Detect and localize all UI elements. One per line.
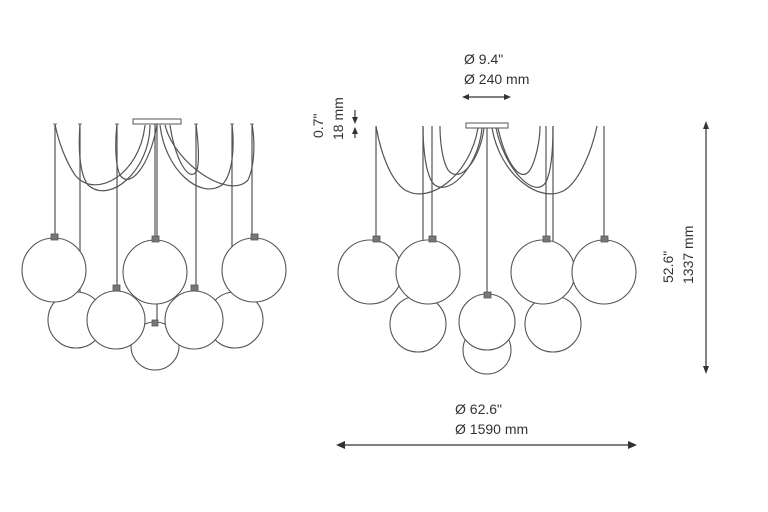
globe xyxy=(395,239,461,305)
globe xyxy=(389,295,447,353)
canopy-height-mm-label: 18 mm xyxy=(330,97,346,140)
canopy-left xyxy=(132,118,182,125)
chandelier-perspective-view xyxy=(21,118,287,371)
globe xyxy=(221,237,287,303)
swag-cord xyxy=(164,123,255,187)
canopy-diameter-in-label: Ø 9.4" xyxy=(464,51,503,67)
total-diameter-mm-label: Ø 1590 mm xyxy=(455,421,528,437)
globe xyxy=(337,239,403,305)
total-height-dimension: 52.6" 1337 mm xyxy=(660,121,709,374)
globe xyxy=(122,239,188,305)
swag-cord xyxy=(169,123,200,176)
canopy-height-dimension: 0.7" 18 mm xyxy=(310,97,358,140)
canopy-diameter-mm-label: Ø 240 mm xyxy=(464,71,529,87)
globe xyxy=(571,239,637,305)
canopy-right xyxy=(465,122,509,129)
canopy-diameter-dimension: Ø 9.4" Ø 240 mm xyxy=(462,51,529,100)
total-height-mm-label: 1337 mm xyxy=(680,226,696,284)
globe xyxy=(21,237,87,303)
swag-cord xyxy=(159,123,234,190)
globe xyxy=(458,293,516,351)
swag-cord xyxy=(78,123,151,192)
total-height-in-label: 52.6" xyxy=(660,251,676,283)
total-diameter-dimension: Ø 62.6" Ø 1590 mm xyxy=(336,401,637,449)
globe xyxy=(510,239,576,305)
globe xyxy=(164,290,224,350)
chandelier-front-view xyxy=(337,122,637,375)
total-diameter-in-label: Ø 62.6" xyxy=(455,401,502,417)
globe xyxy=(524,295,582,353)
swag-cord xyxy=(115,123,158,180)
canopy-height-in-label: 0.7" xyxy=(310,114,326,138)
globe xyxy=(86,290,146,350)
